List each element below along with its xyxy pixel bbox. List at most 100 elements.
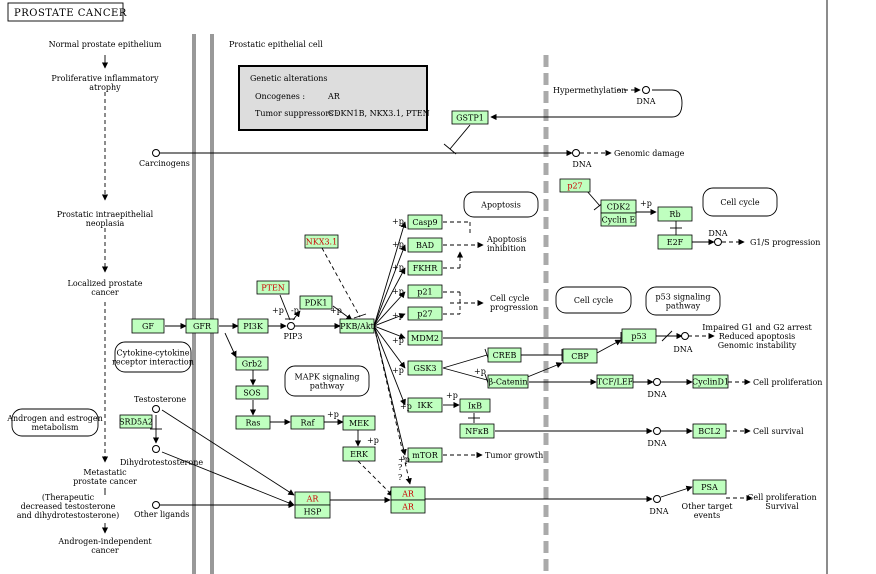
edge-mark: +p — [640, 199, 652, 208]
gene-label: IκB — [468, 402, 482, 411]
gene-box-gfr[interactable]: GFR — [185, 318, 219, 334]
gene-box-pten[interactable]: PTEN — [256, 280, 290, 295]
gene-box-fkhr[interactable]: FKHR — [407, 260, 443, 276]
gene-label: BAD — [416, 241, 434, 250]
gene-box-cbp[interactable]: CBP — [562, 348, 598, 364]
gene-box-casp9[interactable]: Casp9 — [407, 214, 443, 230]
gene-box-mdm2[interactable]: MDM2 — [407, 330, 443, 346]
gene-box-pkb[interactable]: PKB/Akt — [339, 318, 375, 334]
label-genomic_damage: Genomic damage — [614, 149, 685, 158]
gene-box-srd5a2[interactable]: SRD5A2 — [119, 414, 153, 429]
compound-nodes — [152, 86, 722, 509]
gene-box-p27b[interactable]: p27 — [407, 306, 443, 321]
gene-label: MEK — [349, 419, 370, 428]
gene-label: β-Catenin — [488, 378, 527, 387]
gene-box-bcl2[interactable]: BCL2 — [692, 423, 727, 439]
gene-box-gf[interactable]: GF — [131, 318, 165, 334]
gene-box-gstp1[interactable]: GSTP1 — [451, 110, 489, 125]
gene-label: p27 — [567, 182, 582, 191]
gene-box-tcf[interactable]: TCF/LEF — [596, 374, 634, 389]
pathway-map-cellcycle1[interactable]: Cell cycle — [702, 187, 778, 217]
edge-mark: +p — [446, 391, 458, 400]
gene-box-bad[interactable]: BAD — [407, 237, 443, 253]
gene-box-raf[interactable]: Raf — [290, 415, 325, 430]
gene-box-nkx31[interactable]: NKX3.1 — [304, 234, 339, 249]
genetic-alterations-box: Genetic alterations Oncogenes : AR Tumor… — [238, 65, 430, 131]
gene-box-ikk[interactable]: IKK — [407, 397, 443, 413]
gene-label: mTOR — [412, 451, 438, 460]
gene-label: MDM2 — [411, 334, 439, 343]
edge-mark: -p — [291, 306, 299, 315]
gene-box-mtor[interactable]: mTOR — [407, 447, 443, 463]
gene-box-ar2[interactable]: AR — [390, 486, 426, 501]
gene-label: TCF/LEF — [597, 378, 634, 387]
label-dna_e2f: DNA — [708, 229, 727, 238]
svg-text:Normal prostate epithelium: Normal prostate epithelium — [49, 40, 162, 49]
svg-text:CDKN1B, NKX3.1, PTEN: CDKN1B, NKX3.1, PTEN — [328, 109, 430, 118]
gene-box-ar1[interactable]: AR — [294, 491, 331, 506]
gene-box-nfkb[interactable]: NFκB — [459, 423, 495, 439]
gene-label: AR — [401, 503, 415, 512]
gene-box-cycline[interactable]: Cyclin E — [600, 212, 637, 227]
edge-mark: ? — [398, 463, 402, 472]
pathway-map-cellcycle2[interactable]: Cell cycle — [555, 286, 632, 314]
gene-label: AR — [306, 495, 320, 504]
label-cell_survival: Cell survival — [753, 427, 804, 436]
gene-box-ikb[interactable]: IκB — [459, 398, 491, 413]
edge-mark: +p — [400, 402, 412, 411]
edge-mark: +p — [392, 217, 404, 226]
gene-box-p53[interactable]: p53 — [621, 328, 657, 344]
gene-box-e2f[interactable]: E2F — [657, 234, 693, 250]
gene-label: p53 — [631, 332, 646, 341]
gene-box-creb[interactable]: CREB — [487, 347, 522, 363]
title-box — [7, 2, 124, 22]
stage-normal: Normal prostate epithelium — [49, 40, 162, 49]
gene-box-mek[interactable]: MEK — [342, 415, 376, 431]
gene-box-grb2[interactable]: Grb2 — [235, 356, 269, 371]
gene-box-cdk2[interactable]: CDK2 — [600, 199, 637, 214]
gene-box-psa[interactable]: PSA — [692, 479, 727, 495]
gene-label: Cyclin E — [602, 216, 636, 225]
svg-text:Tumor suppressors :: Tumor suppressors : — [255, 109, 339, 118]
gene-box-pi3k[interactable]: PI3K — [237, 318, 269, 334]
label-pip3: PIP3 — [283, 332, 302, 341]
edge-mark: +p — [392, 287, 404, 296]
gene-box-erk[interactable]: ERK — [342, 446, 376, 462]
gene-box-p21[interactable]: p21 — [407, 284, 443, 299]
gene-box-pdk1[interactable]: PDK1 — [299, 295, 333, 310]
gene-box-cyclind1[interactable]: CyclinD1 — [692, 374, 729, 389]
gene-box-bcat[interactable]: β-Catenin — [487, 374, 529, 389]
gene-label: CDK2 — [607, 203, 631, 212]
gene-box-ar3[interactable]: AR — [390, 499, 426, 514]
pathway-map-apoptosis[interactable]: Apoptosis — [463, 191, 539, 218]
svg-text:AR: AR — [327, 92, 341, 101]
gene-box-rb[interactable]: Rb — [657, 206, 693, 222]
gene-box-ras[interactable]: Ras — [235, 415, 271, 430]
label-g1s: G1/S progression — [750, 238, 820, 247]
label-tumor_growth: Tumor growth — [485, 451, 543, 460]
label-dna_ar: DNA — [649, 507, 668, 516]
gene-label: Raf — [301, 419, 316, 428]
gene-box-gsk3[interactable]: GSK3 — [407, 360, 443, 376]
gene-box-sos[interactable]: SOS — [235, 385, 269, 400]
gene-box-hsp[interactable]: HSP — [294, 504, 331, 519]
edge-mark: ? — [398, 473, 402, 482]
gene-box-p27a[interactable]: p27 — [559, 178, 591, 193]
